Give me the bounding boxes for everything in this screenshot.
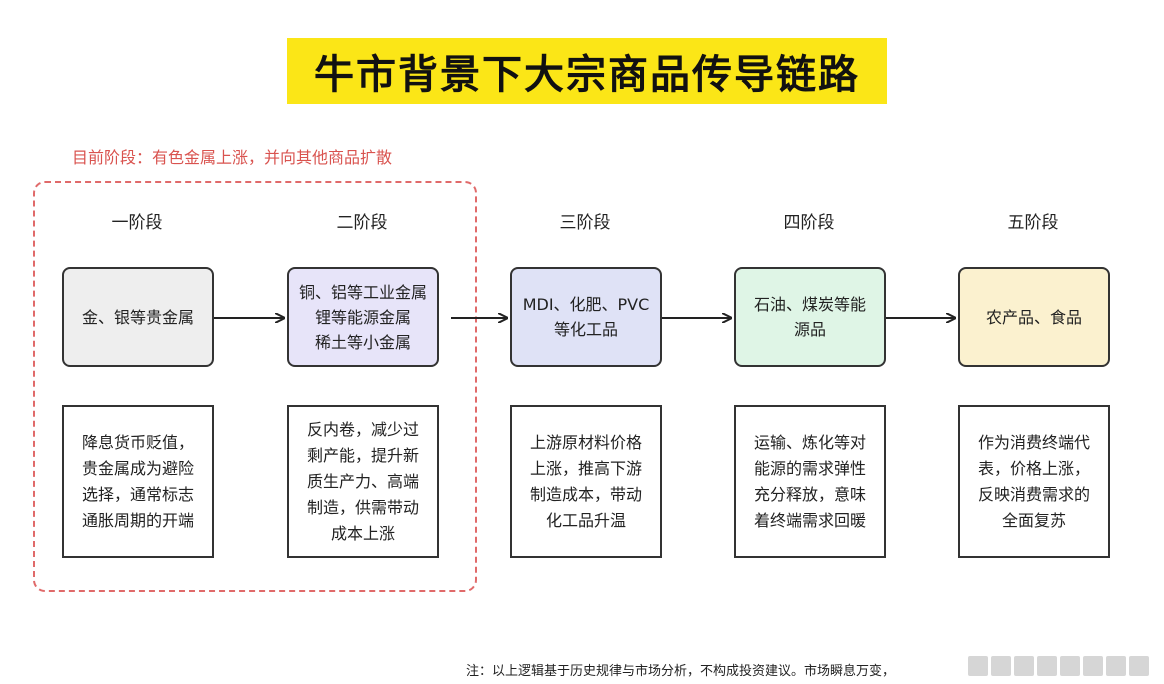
stage-3-description: 上游原材料价格 上涨，推高下游 制造成本，带动 化工品升温 bbox=[529, 432, 642, 530]
watermark-overlay bbox=[968, 656, 1149, 676]
stage-2-item: 铜、铝等工业金属 锂等能源金属 稀土等小金属 bbox=[298, 282, 427, 352]
stage-1-label: 一阶段 bbox=[111, 213, 163, 233]
current-stage-note: 目前阶段：有色金属上涨，并向其他商品扩散 bbox=[72, 148, 393, 167]
stage-1-description-box: 降息货币贬值， 贵金属成为避险 选择，通常标志 通胀周期的开端 bbox=[62, 405, 214, 558]
stage-4-label: 四阶段 bbox=[783, 213, 835, 233]
stage-4-description-box: 运输、炼化等对 能源的需求弹性 充分释放，意味 着终端需求回暖 bbox=[734, 405, 886, 558]
stage-2-description: 反内卷，减少过 剩产能，提升新 质生产力、高端 制造，供需带动 成本上涨 bbox=[306, 419, 419, 543]
stage-5-item: 农产品、食品 bbox=[985, 307, 1082, 327]
current-stage-highlight bbox=[33, 181, 477, 592]
stage-4-box: 石油、煤炭等能 源品 bbox=[734, 267, 886, 367]
stage-3-box: MDI、化肥、PVC 等化工品 bbox=[510, 267, 662, 367]
stage-4-item: 石油、煤炭等能 源品 bbox=[753, 295, 866, 339]
stage-1-item: 金、银等贵金属 bbox=[81, 307, 194, 327]
stage-1-box: 金、银等贵金属 bbox=[62, 267, 214, 367]
stage-4-description: 运输、炼化等对 能源的需求弹性 充分释放，意味 着终端需求回暖 bbox=[753, 432, 866, 530]
stage-2-label: 二阶段 bbox=[336, 213, 388, 233]
diagram-title: 牛市背景下大宗商品传导链路 bbox=[287, 38, 887, 104]
stage-3-item: MDI、化肥、PVC 等化工品 bbox=[522, 295, 650, 339]
stage-1-description: 降息货币贬值， 贵金属成为避险 选择，通常标志 通胀周期的开端 bbox=[81, 432, 194, 530]
stage-2-box: 铜、铝等工业金属 锂等能源金属 稀土等小金属 bbox=[287, 267, 439, 367]
stage-5-description-box: 作为消费终端代 表，价格上涨， 反映消费需求的 全面复苏 bbox=[958, 405, 1110, 558]
stage-5-label: 五阶段 bbox=[1007, 213, 1059, 233]
stage-2-description-box: 反内卷，减少过 剩产能，提升新 质生产力、高端 制造，供需带动 成本上涨 bbox=[287, 405, 439, 558]
stage-5-description: 作为消费终端代 表，价格上涨， 反映消费需求的 全面复苏 bbox=[977, 432, 1090, 530]
footnote: 注：以上逻辑基于历史规律与市场分析，不构成投资建议。市场瞬息万变， bbox=[466, 664, 896, 679]
stage-3-label: 三阶段 bbox=[559, 213, 611, 233]
stage-3-description-box: 上游原材料价格 上涨，推高下游 制造成本，带动 化工品升温 bbox=[510, 405, 662, 558]
stage-5-box: 农产品、食品 bbox=[958, 267, 1110, 367]
